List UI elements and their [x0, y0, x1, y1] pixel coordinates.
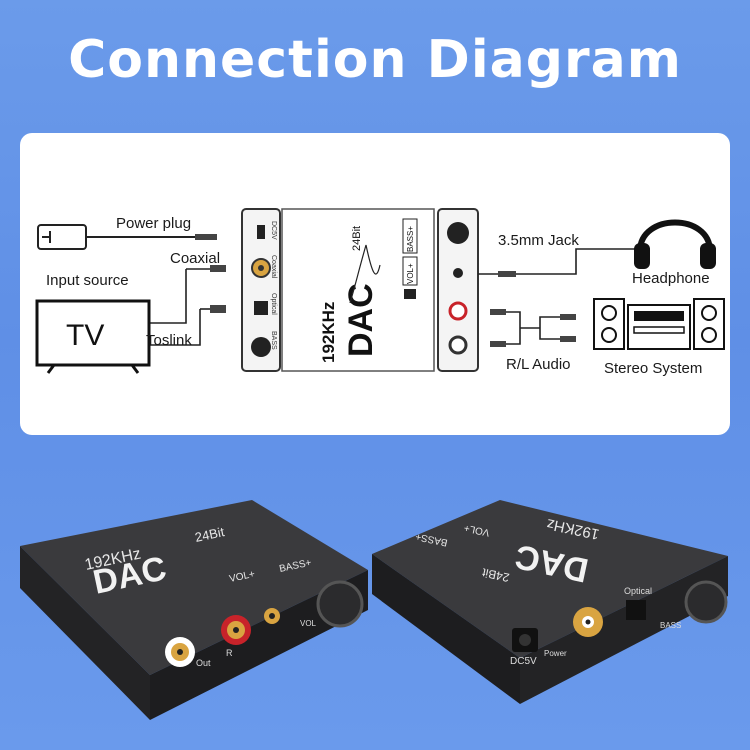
right-bass-knob-icon — [684, 580, 728, 624]
stereo-label: Stereo System — [604, 360, 702, 377]
dac-device-left: 192KHz DAC 24Bit VOL+ BASS+ Out R VOL — [20, 500, 368, 720]
headphone-label: Headphone — [632, 270, 710, 287]
right-vol-text: VOL+ — [463, 522, 491, 538]
waveform-icon — [349, 244, 381, 304]
optical-port-icon — [254, 301, 268, 315]
left-vol-knob-icon — [316, 580, 364, 628]
coaxial-connector-icon — [210, 265, 226, 272]
headphone-port-icon — [453, 268, 463, 278]
coaxial-text: Coaxial — [270, 255, 277, 279]
page-title: Connection Diagram — [68, 30, 682, 90]
right-optical-text: Optical — [624, 586, 652, 596]
right-dc-text: DC5V — [510, 656, 537, 667]
coaxial-label: Coaxial — [170, 250, 220, 267]
rca-l-connector-icon — [490, 341, 506, 347]
jack-connector-icon — [498, 271, 516, 277]
right-bass-knob-text: BASS — [660, 621, 681, 630]
left-vol-text: VOL+ — [228, 569, 256, 585]
tv-label: TV — [66, 319, 104, 352]
bass-knob-icon — [251, 337, 271, 357]
dac-bits-text: 24Bit — [351, 226, 363, 251]
diagram-panel: Power plug Input source Coaxial TV Tosli… — [20, 133, 730, 435]
right-bits-text: 24Bit — [480, 565, 510, 585]
toslink-connector-icon — [210, 305, 226, 313]
left-bits-text: 24Bit — [194, 524, 226, 545]
dac-input-panel: DC5V Coaxial Optical BASS — [241, 208, 281, 372]
coaxial-cable — [150, 269, 187, 324]
dc-text: DC5V — [270, 221, 277, 240]
jack-label: 3.5mm Jack — [498, 232, 579, 249]
rca-r-connector-icon — [490, 309, 506, 315]
rl-audio-cable — [506, 311, 521, 345]
left-vol-knob-text: VOL — [300, 619, 317, 628]
toslink-label: Toslink — [146, 332, 192, 349]
headphone-icon — [634, 219, 716, 269]
rca-r-port-icon — [448, 301, 468, 321]
rl-audio-label: R/L Audio — [506, 356, 571, 373]
dac-device-right: 192KHz DAC 24Bit VOL+ BASS+ Optical DC5V… — [372, 500, 728, 704]
vol-knob-icon — [447, 222, 469, 244]
power-plug-icon — [37, 224, 217, 250]
product-photos: 192KHz DAC 24Bit VOL+ BASS+ Out R VOL 19… — [20, 500, 728, 720]
dac-output-panel — [437, 208, 479, 372]
dc-port-icon — [257, 225, 265, 239]
stereo-system-icon — [593, 298, 725, 350]
toslink-cable — [150, 309, 201, 346]
dac-freq-text: 192KHz — [319, 302, 338, 363]
dac-name-text: DAC — [342, 283, 380, 357]
tv-icon — [35, 299, 151, 374]
input-source-label: Input source — [46, 272, 129, 289]
dac-vol-text: VOL+ — [406, 263, 415, 284]
headphone-cable — [516, 248, 638, 275]
left-out-text: Out — [196, 658, 211, 668]
left-r-text: R — [226, 648, 233, 658]
bass-text: BASS — [270, 331, 277, 350]
connection-diagram: Power plug Input source Coaxial TV Tosli… — [35, 208, 725, 377]
right-optical-port-icon — [626, 600, 646, 620]
right-power-text: Power — [544, 649, 567, 658]
optical-text: Optical — [270, 293, 277, 315]
dac-top-panel: 192KHz DAC 24Bit BASS+ VOL+ — [281, 208, 435, 372]
rca-l-port-icon — [448, 335, 468, 355]
power-plug-label: Power plug — [116, 215, 191, 232]
dac-bass-text: BASS+ — [406, 226, 415, 252]
